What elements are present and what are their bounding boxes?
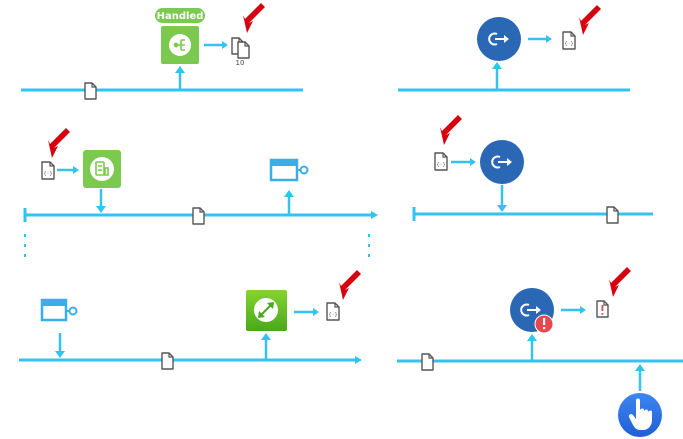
annotation-arrow — [48, 128, 70, 158]
json-document-icon[interactable] — [326, 302, 340, 321]
file-processor-icon — [95, 161, 109, 176]
json-document-icon[interactable] — [41, 161, 55, 180]
resize-icon — [258, 302, 274, 318]
arrow-head-up — [284, 190, 294, 197]
hand-pointer-icon — [628, 398, 652, 430]
panel-middle-right — [412, 115, 653, 224]
annotation-arrow — [609, 267, 631, 297]
error-document-icon[interactable] — [596, 300, 609, 318]
arrow-head-down — [55, 351, 65, 358]
branch-icon — [173, 39, 185, 51]
json-document-icon[interactable] — [434, 152, 448, 171]
panel-middle-left — [23, 128, 378, 264]
window-input-node[interactable] — [40, 298, 78, 322]
arrow-head-right — [222, 41, 228, 49]
exit-icon — [488, 32, 509, 46]
exit-icon — [520, 303, 541, 317]
arrow-head-up — [527, 334, 537, 341]
arrow-head-up — [635, 364, 645, 371]
document-icon[interactable] — [161, 352, 174, 370]
handled-badge — [155, 8, 205, 23]
annotation-arrow — [243, 3, 265, 33]
arrow-head-right — [313, 308, 319, 316]
annotation-arrow — [339, 270, 361, 300]
flow-line-end-arrow — [371, 211, 378, 219]
arrow-head-up — [492, 62, 502, 69]
file-processor-icon-bg — [90, 157, 114, 181]
annotation-arrow — [440, 115, 462, 145]
handled-badge-label: Handled — [157, 11, 204, 22]
arrow-head-up — [261, 333, 271, 340]
document-icon[interactable] — [192, 207, 205, 225]
document-count: 10 — [236, 59, 245, 67]
panel-bottom-right — [397, 267, 683, 437]
multiple-documents-icon[interactable] — [231, 37, 250, 59]
flow-line-end-arrow — [355, 356, 362, 364]
arrow-head-down — [96, 206, 106, 213]
document-icon[interactable] — [84, 82, 97, 100]
document-icon[interactable] — [421, 353, 434, 371]
panel-top-left: Handled 10 — [21, 3, 303, 100]
annotation-arrow — [579, 5, 601, 35]
arrow-head-right — [546, 35, 552, 43]
arrow-head-right — [580, 306, 586, 314]
arrow-head-up — [175, 66, 185, 73]
arrow-head-right — [470, 158, 476, 166]
panel-top-right — [398, 5, 630, 92]
json-document-icon[interactable] — [562, 31, 576, 50]
document-icon[interactable] — [606, 206, 619, 224]
panel-bottom-left — [19, 270, 362, 370]
exit-icon — [491, 155, 512, 169]
arrow-head-right — [73, 166, 79, 174]
window-output-node[interactable] — [269, 158, 309, 182]
arrow-head-down — [497, 205, 507, 212]
error-exclamation-icon — [543, 318, 546, 330]
